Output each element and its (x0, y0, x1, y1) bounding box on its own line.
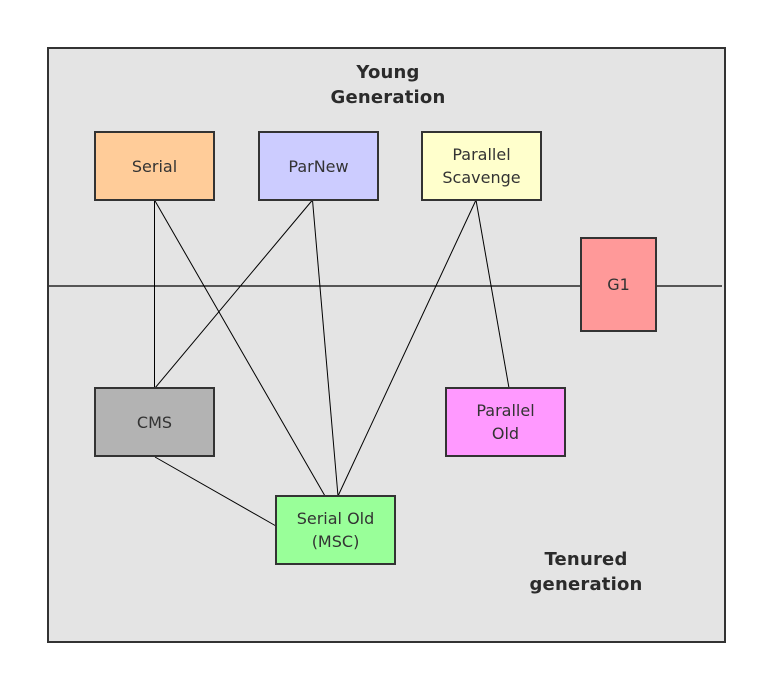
edge-parallel-scavenge-parallel-old (475, 199, 510, 389)
young-generation-label: Young Generation (330, 62, 446, 108)
edge-serial-serial-old (154, 199, 326, 497)
node-parallel-old-label: Parallel Old (476, 401, 535, 443)
edge-parallel-scavenge-serial-old (337, 199, 477, 497)
node-parnew-label: ParNew (288, 156, 349, 176)
node-g1[interactable]: G1 (580, 237, 657, 332)
node-cms-label: CMS (136, 412, 173, 432)
node-serial[interactable]: Serial (94, 131, 215, 201)
node-parallel-old[interactable]: Parallel Old (445, 387, 566, 457)
node-parallel-scavenge[interactable]: Parallel Scavenge (421, 131, 542, 201)
edge-parnew-serial-old (312, 199, 339, 497)
node-serial-old[interactable]: Serial Old (MSC) (275, 495, 396, 565)
node-cms[interactable]: CMS (94, 387, 215, 457)
edge-cms-serial-old (154, 456, 277, 527)
node-serial-old-label: Serial Old (MSC) (296, 509, 375, 551)
node-parnew[interactable]: ParNew (258, 131, 379, 201)
node-g1-label: G1 (607, 275, 630, 294)
node-serial-label: Serial (131, 156, 178, 176)
tenured-generation-label: Tenured generation (529, 549, 643, 595)
node-parallel-scavenge-label: Parallel Scavenge (442, 145, 521, 187)
edge-parnew-cms (154, 199, 313, 389)
